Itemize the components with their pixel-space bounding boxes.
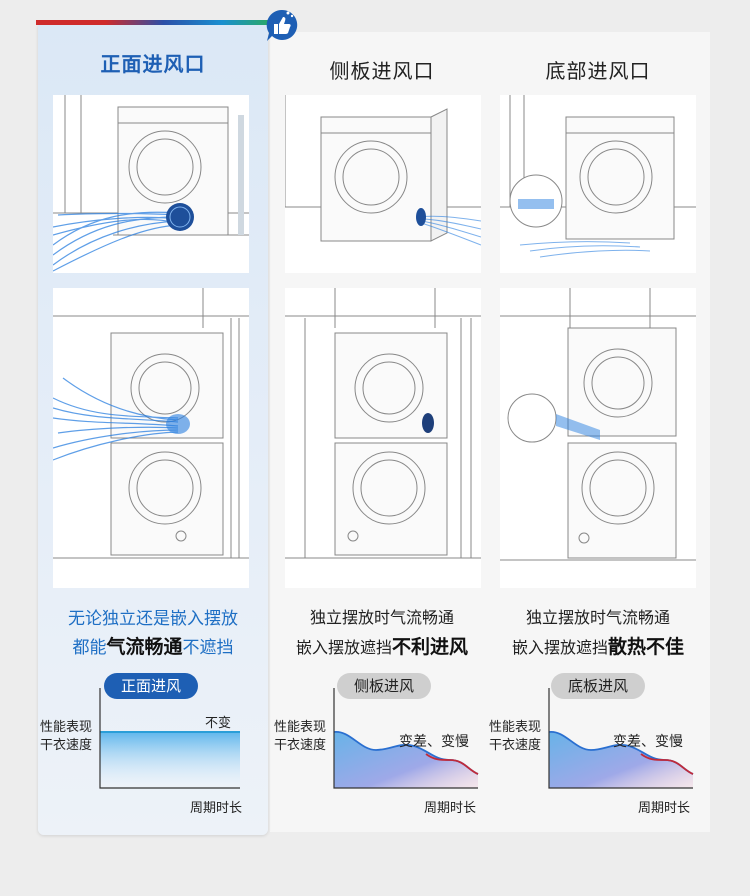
bottom-ylabel2: 干衣速度 bbox=[489, 738, 542, 753]
bottom-performance-chart bbox=[548, 688, 694, 789]
side-xlabel: 周期时长 bbox=[424, 801, 477, 816]
column-title-side: 侧板进风口 bbox=[329, 59, 435, 83]
side-caption-line2: 嵌入摆放遮挡不利进风 bbox=[295, 636, 469, 658]
side-standalone-illustration bbox=[285, 95, 481, 273]
side-tag: 侧板进风 bbox=[337, 673, 431, 699]
side-note: 变差、变慢 bbox=[399, 734, 469, 750]
bottom-caption-line1: 独立摆放时气流畅通 bbox=[525, 608, 670, 627]
front-caption-line2: 都能气流畅通不遮挡 bbox=[72, 636, 234, 658]
side-ylabel1: 性能表现 bbox=[274, 720, 327, 735]
front-note: 不变 bbox=[205, 716, 232, 731]
front-caption-line1: 无论独立还是嵌入摆放 bbox=[68, 609, 238, 629]
bottom-note: 变差、变慢 bbox=[613, 734, 683, 750]
bottom-tag: 底板进风 bbox=[551, 673, 645, 699]
front-standalone-illustration bbox=[53, 95, 249, 273]
side-caption-line1: 独立摆放时气流畅通 bbox=[309, 608, 454, 627]
front-ylabel1: 性能表现 bbox=[40, 720, 93, 735]
front-stacked-illustration bbox=[53, 288, 249, 588]
front-performance-chart bbox=[99, 688, 240, 789]
bottom-xlabel: 周期时长 bbox=[638, 801, 691, 816]
column-title-front: 正面进风口 bbox=[100, 52, 206, 76]
front-ylabel2: 干衣速度 bbox=[40, 738, 93, 753]
side-stacked-illustration bbox=[285, 288, 481, 588]
bottom-standalone-illustration bbox=[500, 95, 696, 273]
bottom-stacked-illustration bbox=[500, 288, 696, 588]
thumbs-up-icon bbox=[266, 9, 298, 42]
bottom-caption-line2: 嵌入摆放遮挡散热不佳 bbox=[511, 636, 685, 658]
side-ylabel2: 干衣速度 bbox=[274, 738, 327, 753]
bottom-ylabel1: 性能表现 bbox=[489, 720, 542, 735]
column-title-bottom: 底部进风口 bbox=[545, 59, 651, 83]
side-performance-chart bbox=[333, 688, 479, 789]
top-color-bar bbox=[36, 20, 268, 25]
front-tag: 正面进风 bbox=[104, 673, 198, 699]
front-xlabel: 周期时长 bbox=[190, 801, 243, 816]
